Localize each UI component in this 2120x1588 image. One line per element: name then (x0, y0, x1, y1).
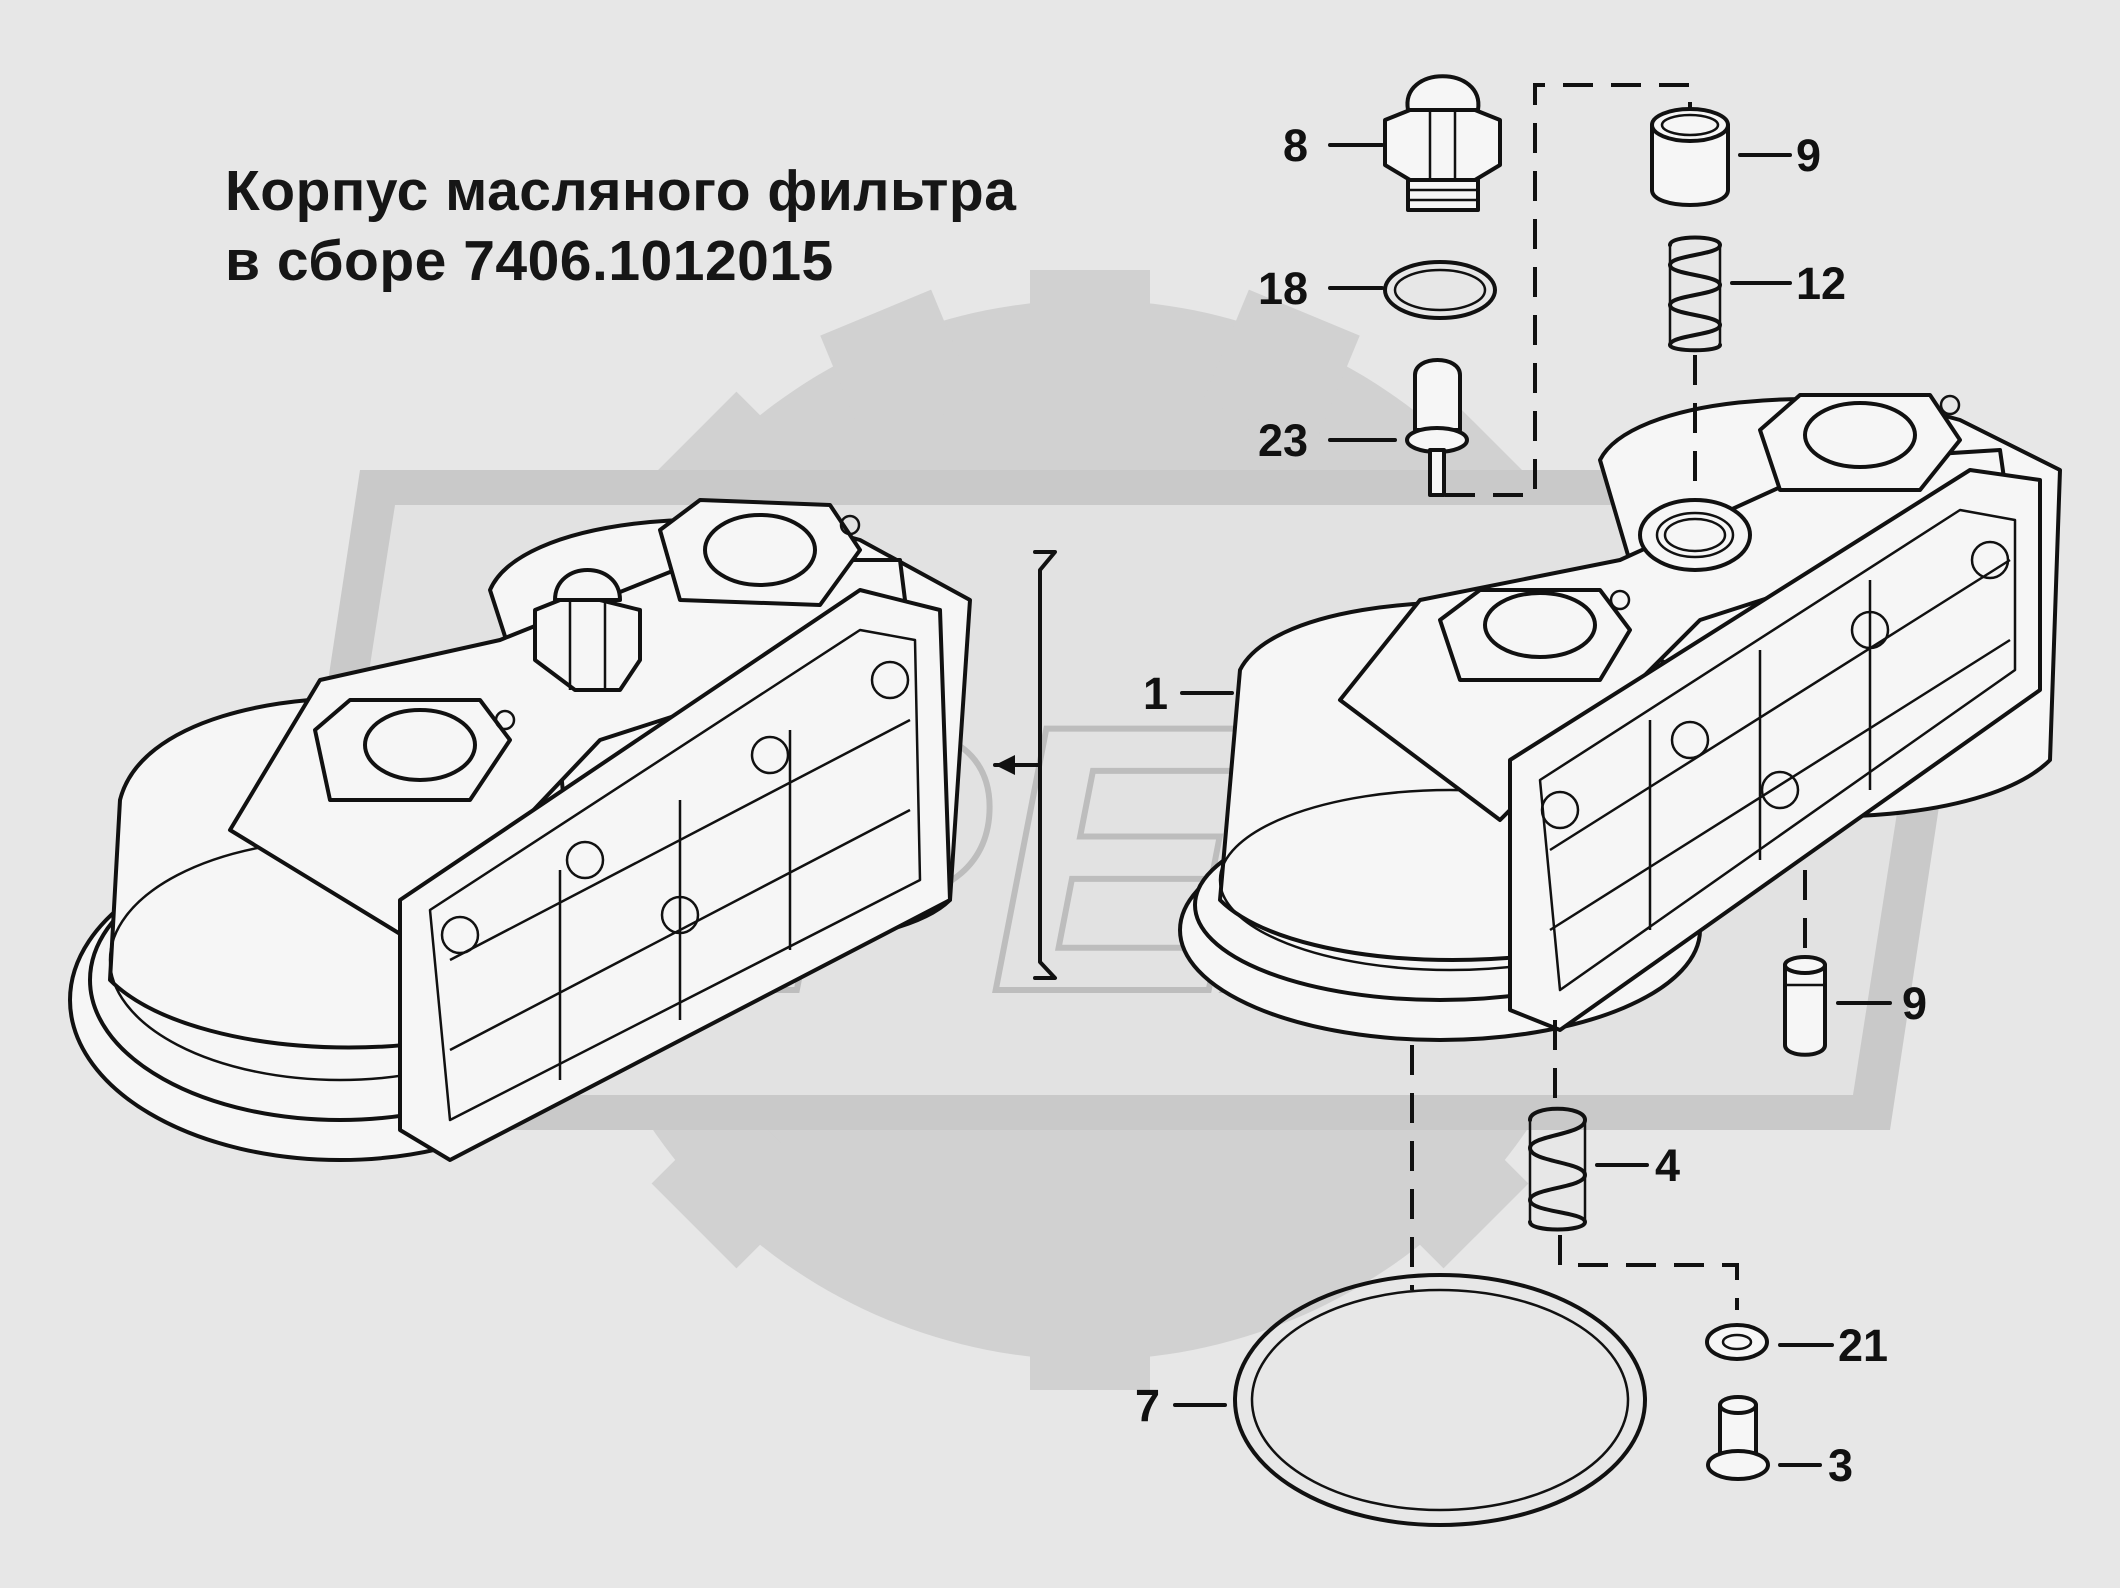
part-12-bushing (1650, 107, 1730, 207)
callout-23-number: 23 (1258, 415, 1308, 466)
callout-7: 7 (1135, 1380, 1227, 1431)
callout-12: 9 (1738, 130, 1821, 181)
diagram-title-line-1: Корпус масляного фильтра (225, 159, 1017, 223)
callout-21-number: 21 (1838, 1320, 1888, 1371)
part-3-pin (1706, 1395, 1770, 1481)
callout-21: 21 (1778, 1320, 1888, 1371)
callout-14: 12 (1730, 258, 1846, 309)
callout-4-number: 4 (1655, 1140, 1680, 1191)
part-14-spring (1668, 235, 1722, 353)
callout-8-number: 8 (1283, 120, 1308, 171)
diagram-title-line-2: в сборе 7406.1012015 (225, 229, 834, 293)
callout-7-number: 7 (1135, 1380, 1160, 1431)
assembly-bracket (1033, 550, 1057, 980)
callout-3: 3 (1778, 1440, 1853, 1491)
callouts: 1 8 18 23 9 12 (1135, 120, 1927, 1491)
part-8-plug (1383, 74, 1502, 212)
part-23-sensor (1405, 358, 1469, 497)
part-18-gasket-ring (1383, 260, 1497, 320)
callout-18-number: 18 (1258, 263, 1308, 314)
part-21-washer (1705, 1323, 1769, 1361)
exploded-housing-right (1178, 393, 2062, 1042)
callout-23: 23 (1258, 415, 1397, 466)
part-4-spring (1528, 1106, 1587, 1232)
part-9-pin (1783, 955, 1827, 1057)
assembly-dashed-lines (1410, 83, 1807, 1310)
callout-14-number: 12 (1796, 258, 1846, 309)
threaded-bore (1638, 498, 1752, 572)
callout-1: 1 (1143, 668, 1234, 719)
callout-12-number: 9 (1796, 130, 1821, 181)
callout-8: 8 (1283, 120, 1384, 171)
callout-18: 18 (1258, 263, 1384, 314)
part-7-sealing-ring (1233, 1273, 1647, 1527)
callout-9: 9 (1836, 978, 1927, 1029)
callout-4: 4 (1595, 1140, 1680, 1191)
callout-9-number: 9 (1902, 978, 1927, 1029)
callout-1-number: 1 (1143, 668, 1168, 719)
assembled-housing-left (68, 498, 972, 1162)
callout-3-number: 3 (1828, 1440, 1853, 1491)
assembly-arrow-head (995, 755, 1015, 775)
